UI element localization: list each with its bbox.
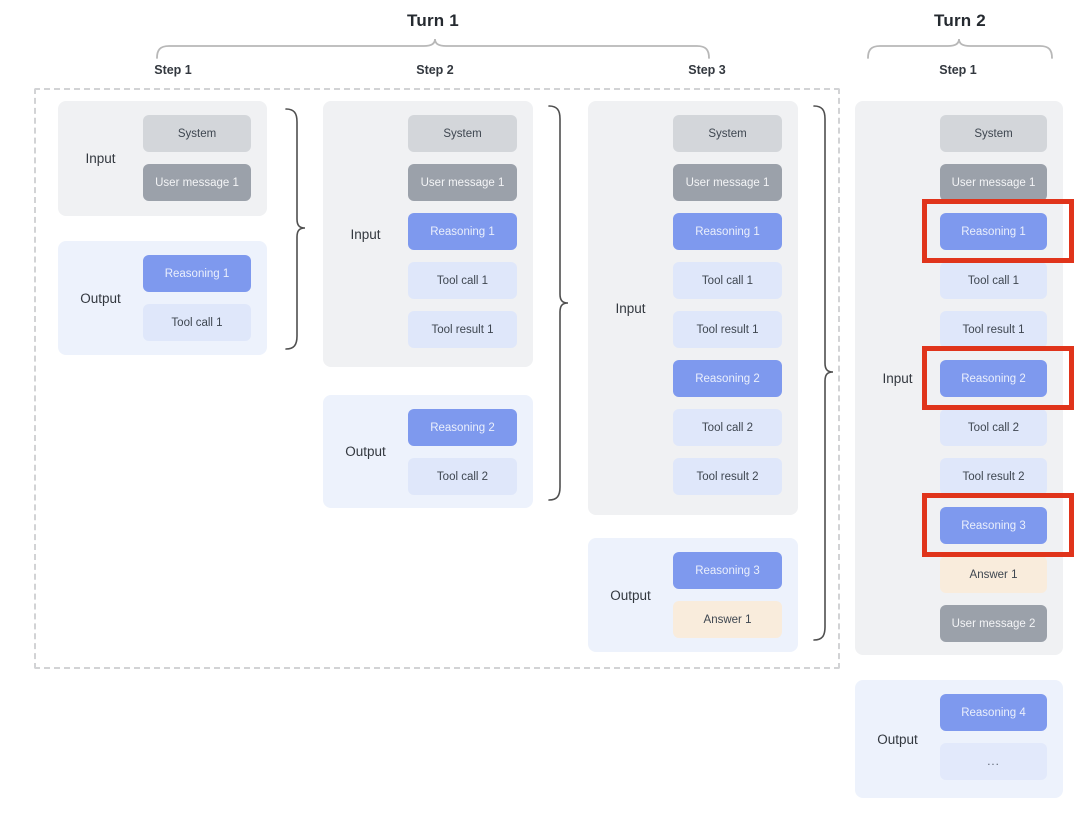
step3-input-label: Input [615, 300, 646, 316]
step2-output-stack: Reasoning 2 Tool call 2 [408, 395, 533, 508]
message-tool-result-2: Tool result 2 [673, 458, 782, 495]
step1-label: Step 1 [154, 63, 192, 77]
step2-label: Step 2 [416, 63, 454, 77]
turn2-title: Turn 2 [934, 11, 986, 30]
message-reasoning-1: Reasoning 1 [922, 199, 1074, 263]
message-tool-call-1: Tool call 1 [143, 304, 251, 341]
message-user-message-1: User message 1 [408, 164, 517, 201]
step1-output-panel: Output Reasoning 1 Tool call 1 [58, 241, 267, 355]
step1-to-step2-brace [285, 108, 306, 350]
message-tool-result-2: Tool result 2 [940, 458, 1047, 495]
message-user-message-1: User message 1 [940, 164, 1047, 201]
step3-output-label: Output [610, 587, 651, 603]
turn1-dashed-boundary [34, 88, 840, 669]
turn2-output-label: Output [877, 731, 918, 747]
message-reasoning-3: Reasoning 3 [922, 493, 1074, 557]
step3-output-panel: Output Reasoning 3 Answer 1 [588, 538, 798, 652]
message-tool-call-1: Tool call 1 [408, 262, 517, 299]
turn2-brace [867, 38, 1053, 59]
message-user-message-1: User message 1 [143, 164, 251, 201]
message-answer-1: Answer 1 [940, 556, 1047, 593]
message-reasoning-1: Reasoning 1 [408, 213, 517, 250]
step2-to-step3-brace [548, 105, 569, 501]
message-tool-call-2: Tool call 2 [673, 409, 782, 446]
message-tool-result-1: Tool result 1 [940, 311, 1047, 348]
step1-output-stack: Reasoning 1 Tool call 1 [143, 241, 267, 355]
message-system: System [940, 115, 1047, 152]
turn2-input-label: Input [882, 370, 913, 386]
message-reasoning-2: Reasoning 2 [922, 346, 1074, 410]
message-system: System [673, 115, 782, 152]
message-tool-result-1: Tool result 1 [673, 311, 782, 348]
message-tool-call-1: Tool call 1 [673, 262, 782, 299]
message-user-message-1: User message 1 [673, 164, 782, 201]
step1-input-label: Input [85, 151, 116, 166]
message-reasoning-2: Reasoning 2 [673, 360, 782, 397]
step3-output-stack: Reasoning 3 Answer 1 [673, 538, 798, 652]
step2-output-label: Output [345, 444, 386, 459]
turn2-output-panel: Output Reasoning 4... [855, 680, 1063, 798]
message-reasoning-4: Reasoning 4 [940, 694, 1047, 731]
message-tool-result-1: Tool result 1 [408, 311, 517, 348]
step3-to-turn2-brace [813, 105, 834, 641]
turn2-step1-label: Step 1 [939, 63, 977, 77]
message-tool-call-2: Tool call 2 [408, 458, 517, 495]
step2-input-label: Input [350, 226, 381, 242]
step1-output-label: Output [80, 290, 121, 306]
message-tool-call-2: Tool call 2 [940, 409, 1047, 446]
message-user-message-2: User message 2 [940, 605, 1047, 642]
turn1-brace [156, 38, 710, 59]
message-reasoning-2: Reasoning 2 [408, 409, 517, 446]
message-reasoning-1: Reasoning 1 [673, 213, 782, 250]
message-: ... [940, 743, 1047, 780]
message-system: System [143, 115, 251, 152]
message-tool-call-1: Tool call 1 [940, 262, 1047, 299]
step2-output-panel: Output Reasoning 2 Tool call 2 [323, 395, 533, 508]
turn2-output-stack: Reasoning 4... [940, 680, 1063, 798]
step3-label: Step 3 [688, 63, 726, 77]
turn1-title: Turn 1 [407, 11, 459, 30]
message-reasoning-3: Reasoning 3 [673, 552, 782, 589]
message-reasoning-1: Reasoning 1 [143, 255, 251, 292]
message-answer-1: Answer 1 [673, 601, 782, 638]
message-system: System [408, 115, 517, 152]
